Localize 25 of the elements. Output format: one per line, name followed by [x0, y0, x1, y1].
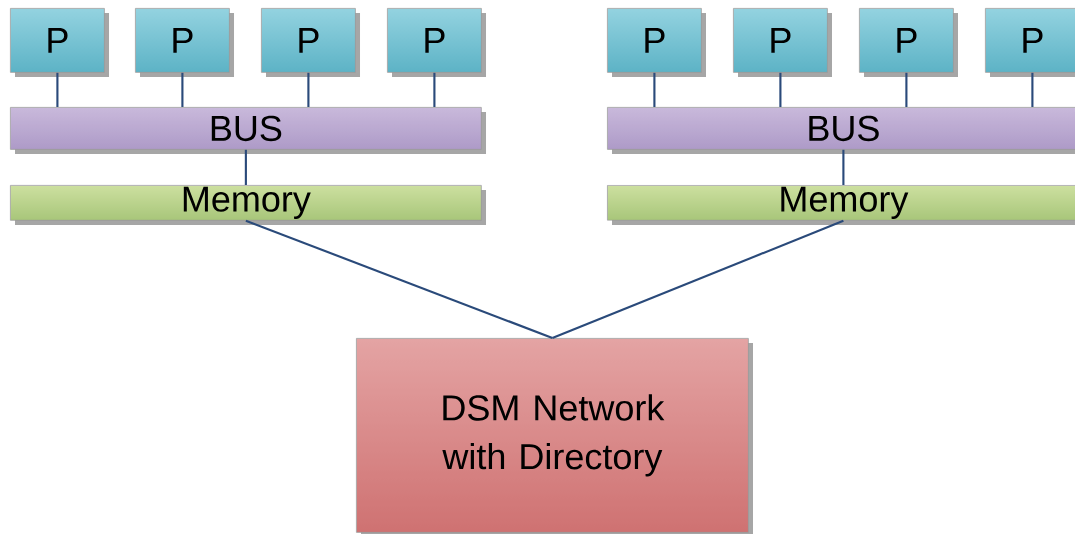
processor-box: P: [607, 8, 706, 77]
processor-box: P: [135, 8, 234, 77]
bus-bar: BUS: [10, 107, 486, 154]
processor-box: P: [387, 8, 486, 77]
connector-line: [433, 72, 436, 107]
connector-line: [244, 149, 247, 185]
bus-bar: BUS: [607, 107, 1075, 154]
processor-box: P: [859, 8, 958, 77]
memory-bar: Memory: [10, 185, 486, 225]
connector-line: [1031, 72, 1034, 107]
processor-box: P: [10, 8, 109, 77]
network-box: DSM Network with Directory: [356, 338, 753, 534]
connector-line: [245, 219, 553, 339]
memory-bar: Memory: [607, 185, 1075, 225]
connector-line: [56, 72, 59, 107]
connector-line: [307, 72, 310, 107]
processor-box: P: [985, 8, 1075, 77]
connector-line: [779, 72, 782, 107]
processor-box: P: [261, 8, 360, 77]
connector-line: [653, 72, 656, 107]
connector-line: [552, 219, 844, 339]
processor-box: P: [733, 8, 832, 77]
connector-line: [905, 72, 908, 107]
connector-line: [842, 149, 845, 185]
connector-line: [181, 72, 184, 107]
